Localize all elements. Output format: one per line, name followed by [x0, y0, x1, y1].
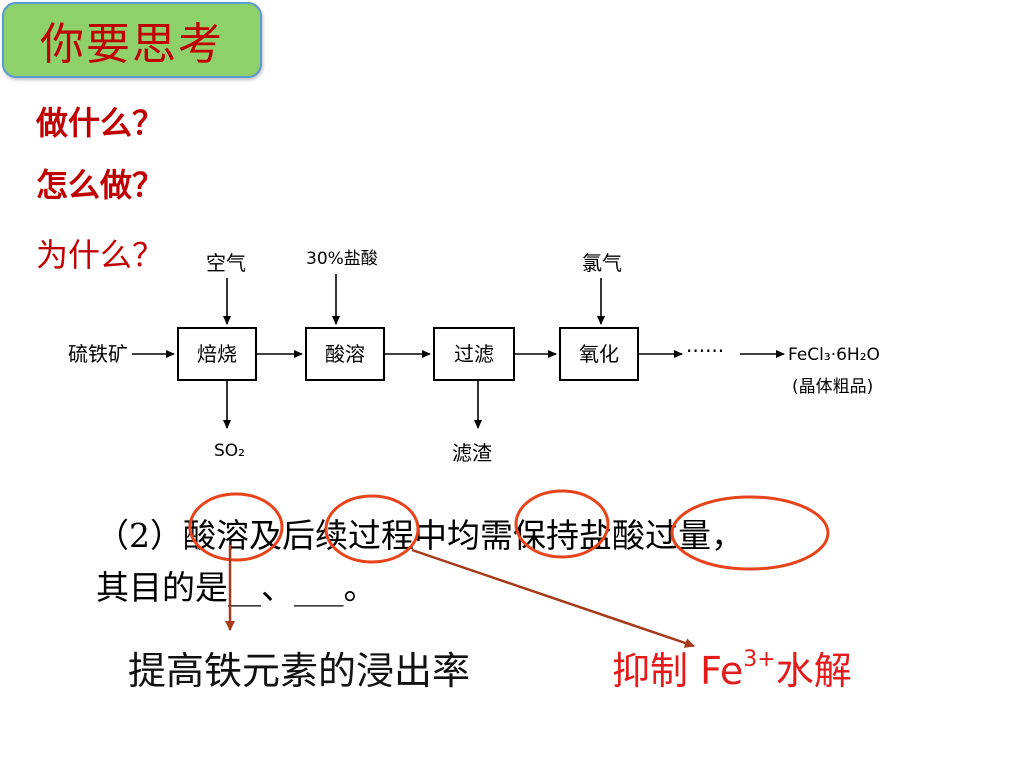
flow-output-residue: 滤渣 [452, 441, 492, 465]
flow-box-filter [433, 327, 515, 381]
flow-box-oxidize [559, 327, 639, 381]
answer-2-suffix: 水解 [775, 649, 852, 693]
flow-product-note: (晶体粗品) [792, 377, 873, 397]
answer-leaching-rate: 提高铁元素的浸出率 [128, 649, 471, 693]
answer-suppress-hydrolysis: 抑制 Fe3+水解 [612, 640, 852, 695]
page-title: 你要思考 [40, 19, 224, 70]
problem-line-1-text: 酸溶及后续过程中均需保持盐酸过量， [183, 516, 744, 555]
flow-input-air: 空气 [206, 251, 246, 275]
title-badge: 你要思考 [2, 2, 262, 78]
flow-step-label: 酸溶 [325, 342, 365, 366]
question-what: 做什么？ [36, 104, 165, 142]
flow-input-hcl: 30%盐酸 [306, 249, 378, 269]
flow-ellipsis: ······ [686, 339, 724, 363]
flow-step-label: 焙烧 [197, 342, 237, 366]
flow-output-so2: SO₂ [214, 441, 245, 461]
problem-number: （2） [96, 516, 183, 555]
answer-2-superscript: 3+ [743, 647, 776, 673]
flow-box-roast [177, 327, 257, 381]
process-flow-diagram: 硫铁矿 焙烧 酸溶 过滤 氧化 ······ FeCl₃·6H₂O (晶体粗品)… [68, 249, 880, 465]
question-why: 为什么？ [36, 236, 165, 274]
question-how: 怎么做？ [36, 166, 165, 204]
flow-product: FeCl₃·6H₂O [788, 345, 880, 365]
answer-2-prefix: 抑制 Fe [612, 649, 744, 693]
flow-step-label: 过滤 [454, 342, 494, 366]
problem-line-2: 其目的是__、___。 [96, 568, 377, 607]
problem-text: （2）酸溶及后续过程中均需保持盐酸过量， 其目的是__、___。 [96, 510, 876, 614]
problem-line-1: （2）酸溶及后续过程中均需保持盐酸过量， [96, 510, 876, 562]
flow-input-chlorine: 氯气 [582, 251, 622, 275]
flow-step-label: 氧化 [579, 342, 619, 366]
flow-start-label: 硫铁矿 [68, 342, 128, 366]
